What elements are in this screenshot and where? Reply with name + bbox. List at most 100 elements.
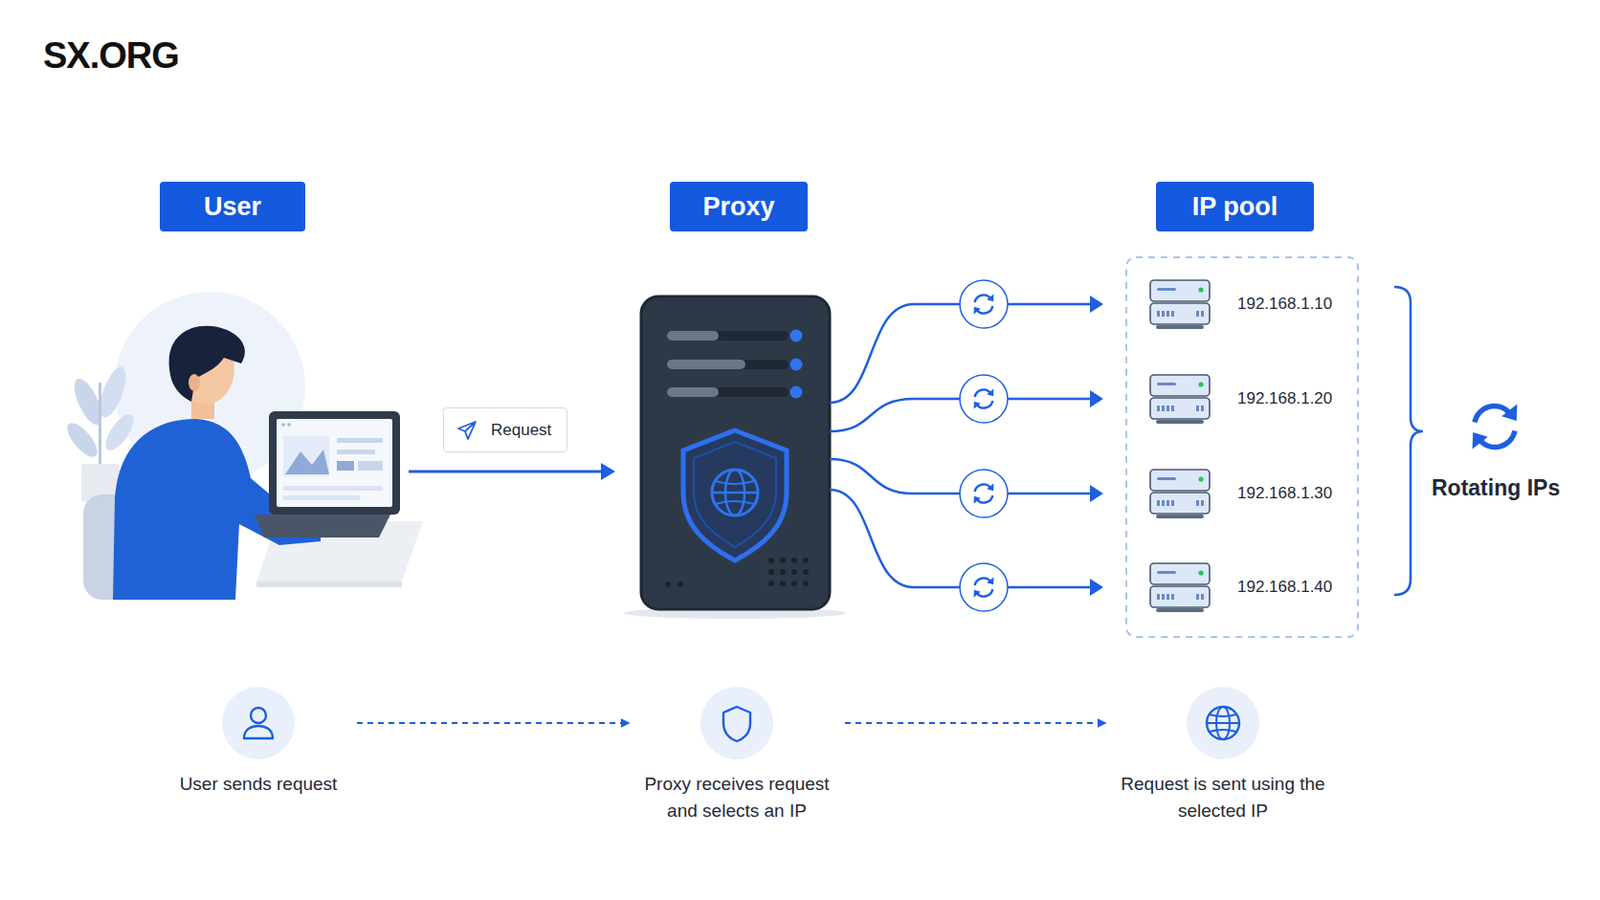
header-text: IP pool xyxy=(1192,192,1279,223)
column-header: IP pool xyxy=(1155,181,1314,232)
node-icon xyxy=(222,687,295,760)
step-caption: Proxy receives request and selects an IP xyxy=(636,771,838,825)
arrow-heads xyxy=(1089,390,1104,408)
laptop xyxy=(281,422,286,427)
proxy-server xyxy=(790,358,803,372)
node-icon xyxy=(1186,687,1260,760)
laptop xyxy=(285,449,330,475)
rotation-symbol xyxy=(1472,404,1518,450)
proxy-server xyxy=(666,331,719,341)
header-text: User xyxy=(203,192,262,223)
node-icon xyxy=(458,422,476,440)
laptop xyxy=(268,411,400,515)
ip-address: 192.168.1.20 xyxy=(1237,388,1333,410)
proxy-server xyxy=(641,296,830,610)
proxy-server xyxy=(666,331,789,341)
fan-out-lines xyxy=(829,304,1091,588)
step-node: Request is sent using the selected IP xyxy=(1112,687,1334,826)
laptop xyxy=(357,461,383,471)
request-arrow xyxy=(600,463,616,481)
user-illustration xyxy=(62,291,423,600)
fan-out-lines xyxy=(829,304,960,403)
proxy-server xyxy=(666,359,746,370)
arrow-heads xyxy=(1089,578,1104,597)
proxy-server xyxy=(802,580,809,587)
bracket xyxy=(1394,287,1423,596)
proxy-server xyxy=(665,581,671,588)
proxy-server xyxy=(802,557,809,564)
node-icon xyxy=(1209,714,1237,733)
node-icon xyxy=(1206,722,1240,725)
rotate-icon xyxy=(959,469,1008,518)
caption-box: Request is sent using the selected IP xyxy=(1112,771,1334,825)
fan-out-lines xyxy=(829,399,960,432)
proxy-server xyxy=(802,569,809,576)
proxy-server xyxy=(791,557,798,564)
proxy-server xyxy=(666,387,789,398)
step-node: Proxy receives request and selects an IP xyxy=(636,687,838,826)
rotate-icon xyxy=(959,280,1008,329)
fan-out-lines xyxy=(829,489,960,588)
step-caption: Request is sent using the selected IP xyxy=(1112,771,1334,825)
node-icon xyxy=(700,687,774,760)
laptop xyxy=(336,438,383,444)
arrow-heads xyxy=(1089,485,1104,503)
node-icon xyxy=(1186,687,1260,760)
proxy-server xyxy=(790,386,803,400)
proxy-server xyxy=(623,296,846,620)
laptop xyxy=(283,436,330,477)
fan-out-lines xyxy=(1007,586,1091,590)
fan-out-lines xyxy=(1007,303,1091,307)
column-header: User xyxy=(159,181,306,232)
laptop xyxy=(254,514,391,538)
fan-out-lines xyxy=(1007,398,1091,401)
flow-arrow xyxy=(844,722,1106,725)
node-icon xyxy=(244,726,273,739)
caption-box: User sends request xyxy=(167,771,350,799)
node-icon xyxy=(222,687,295,760)
fan-out-lines xyxy=(829,459,960,494)
proxy-server xyxy=(779,580,786,587)
plant xyxy=(62,418,103,462)
ip-address: 192.168.1.10 xyxy=(1237,293,1333,315)
proxy-server xyxy=(715,481,755,505)
proxy-server xyxy=(693,442,777,548)
laptop xyxy=(254,411,400,538)
ip-address: 192.168.1.30 xyxy=(1237,483,1333,505)
node-icon xyxy=(455,419,479,443)
proxy-server xyxy=(711,469,758,516)
caption-box: Proxy receives request and selects an IP xyxy=(636,771,838,825)
step-caption: User sends request xyxy=(167,771,350,799)
node-icon xyxy=(700,687,774,760)
request-arrow xyxy=(408,463,616,481)
desk xyxy=(256,581,402,588)
rotate-icon xyxy=(974,294,995,315)
proxy-server xyxy=(768,569,775,576)
node-icon xyxy=(1186,687,1260,760)
proxy-server xyxy=(791,580,798,587)
rotation-symbol xyxy=(1472,404,1518,450)
proxy-server xyxy=(768,557,775,564)
node-icon xyxy=(1206,707,1240,740)
person xyxy=(188,374,200,392)
person xyxy=(169,326,245,402)
laptop xyxy=(283,486,383,491)
rotate-icon xyxy=(974,389,995,410)
proxy-server xyxy=(790,330,803,343)
server-icon xyxy=(1150,469,1210,519)
node-icon xyxy=(455,419,479,443)
proxy-server xyxy=(791,569,798,576)
rotate-icon xyxy=(959,375,1008,423)
ip-pool-frame xyxy=(1126,257,1358,638)
proxy-server xyxy=(768,580,775,587)
laptop xyxy=(276,419,393,508)
rotate-icon xyxy=(974,484,995,505)
plant xyxy=(98,382,102,469)
laptop xyxy=(336,449,376,455)
proxy-server xyxy=(683,430,787,561)
flow-arrow xyxy=(356,722,629,725)
bracket xyxy=(1394,287,1423,596)
